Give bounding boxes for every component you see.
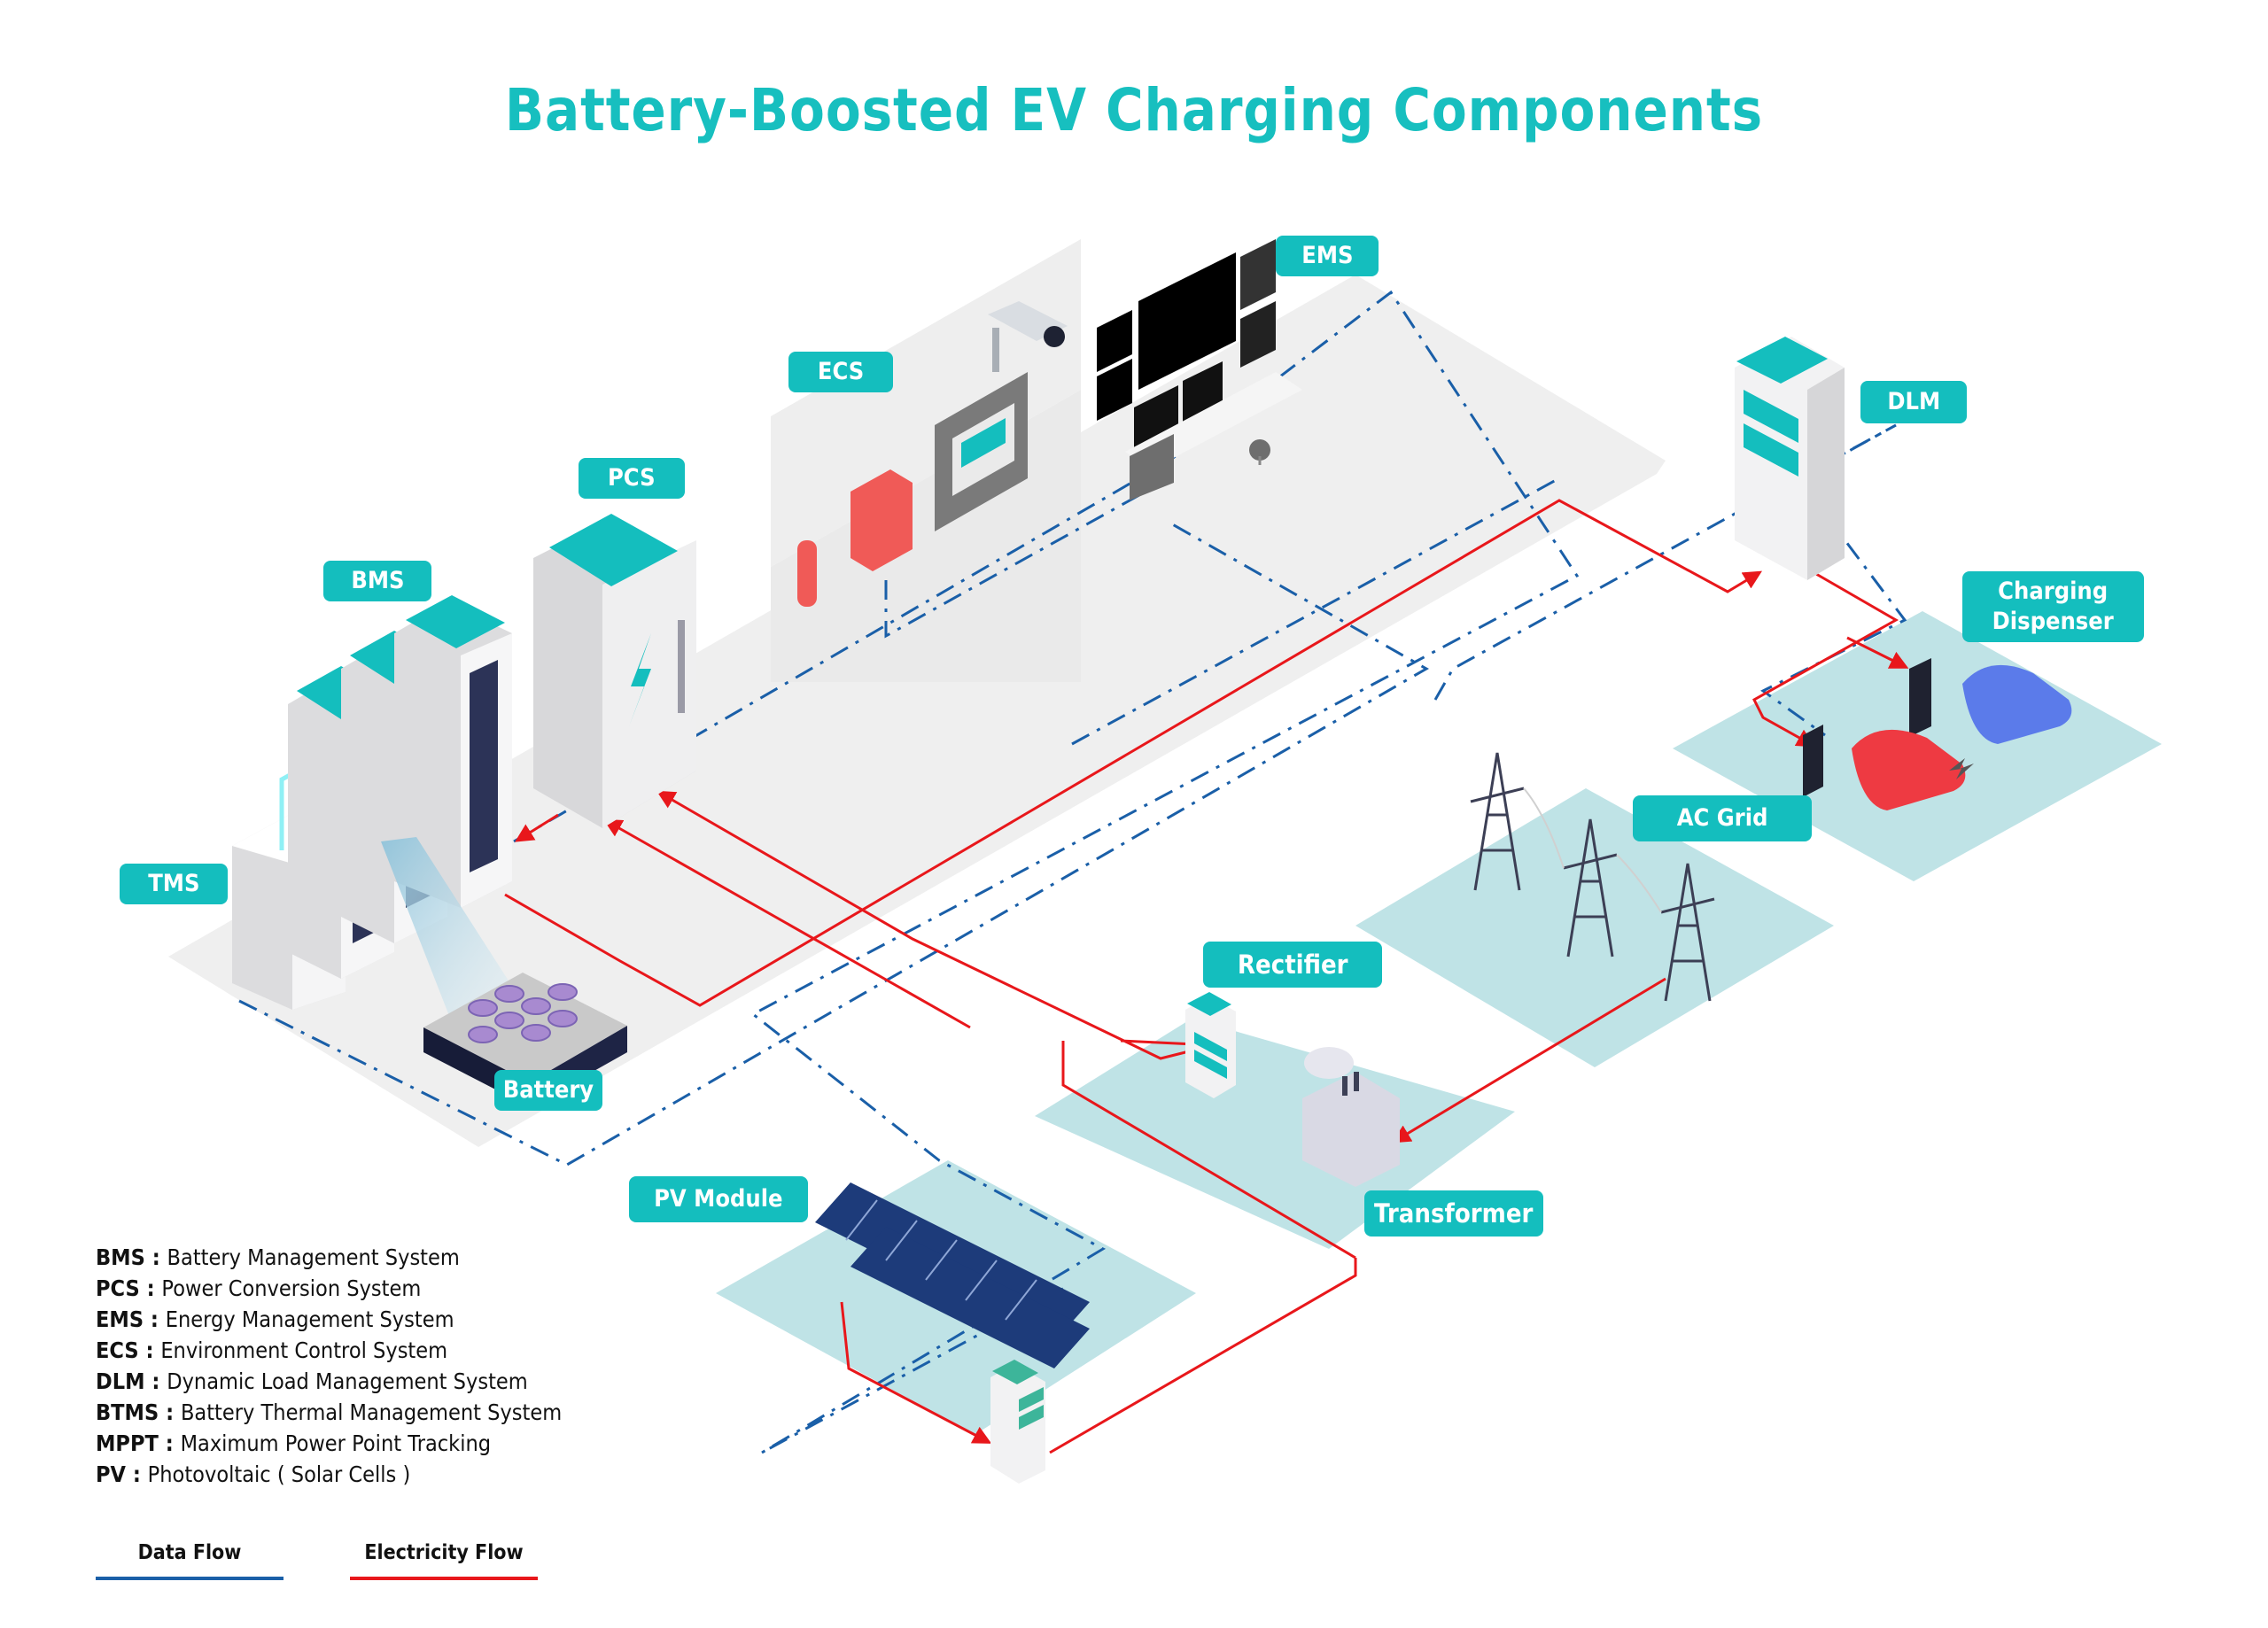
label-dlm: DLM bbox=[1860, 381, 1967, 423]
label-ecs: ECS bbox=[788, 352, 893, 392]
dlm-cabinet-graphic bbox=[1735, 337, 1845, 580]
label-bms: BMS bbox=[323, 561, 431, 601]
glossary-item: BTMS : Battery Thermal Management System bbox=[96, 1399, 563, 1425]
label-pv-module: PV Module bbox=[629, 1176, 808, 1222]
label-ems: EMS bbox=[1276, 236, 1379, 276]
transmission-towers-graphic bbox=[1470, 752, 1715, 1002]
glossary-item: EMS : Energy Management System bbox=[96, 1306, 454, 1332]
label-charging-dispenser: Charging Dispenser bbox=[1962, 571, 2144, 642]
label-tms: TMS bbox=[120, 864, 228, 904]
label-pcs: PCS bbox=[579, 458, 685, 499]
label-rectifier: Rectifier bbox=[1203, 942, 1382, 988]
glossary-item: PCS : Power Conversion System bbox=[96, 1275, 422, 1301]
label-battery: Battery bbox=[494, 1070, 602, 1111]
rectifier-transformer-graphic bbox=[1185, 992, 1400, 1187]
label-ac-grid: AC Grid bbox=[1633, 795, 1812, 841]
glossary-item: BMS : Battery Management System bbox=[96, 1244, 460, 1270]
pcs-cabinet-graphic bbox=[533, 514, 696, 828]
charging-stations-graphic bbox=[1803, 658, 2072, 810]
legend-electricity-flow: Electricity Flow bbox=[350, 1541, 538, 1580]
electricity-flow-lines bbox=[504, 499, 1909, 1454]
ems-console-graphic bbox=[1097, 239, 1302, 500]
legend-data-flow: Data Flow bbox=[96, 1541, 284, 1580]
glossary-item: PV : Photovoltaic ( Solar Cells ) bbox=[96, 1461, 411, 1487]
glossary-item: DLM : Dynamic Load Management System bbox=[96, 1368, 528, 1394]
solar-array-graphic bbox=[815, 1182, 1090, 1484]
bms-racks-graphic bbox=[288, 595, 527, 1045]
electricity-flow-swatch bbox=[350, 1577, 538, 1580]
page-title: Battery-Boosted EV Charging Components bbox=[504, 76, 1764, 145]
data-flow-swatch bbox=[96, 1577, 284, 1580]
glossary-item: ECS : Environment Control System bbox=[96, 1337, 448, 1363]
glossary-item: MPPT : Maximum Power Point Tracking bbox=[96, 1430, 492, 1456]
ecs-equipment-graphic bbox=[797, 301, 1068, 607]
glossary: BMS : Battery Management System PCS : Po… bbox=[96, 1242, 602, 1490]
label-transformer: Transformer bbox=[1364, 1190, 1543, 1237]
ac-grid-pad bbox=[1355, 788, 1834, 1067]
